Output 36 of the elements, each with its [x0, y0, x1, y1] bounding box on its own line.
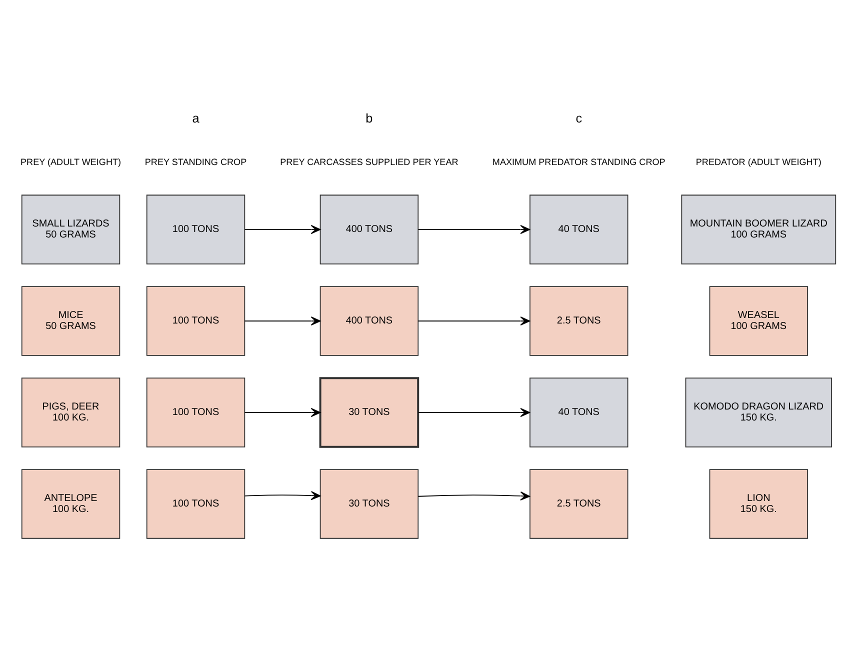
- node-box: KOMODO DRAGON LIZARD 150 KG.: [685, 377, 832, 447]
- label: PREY (ADULT WEIGHT): [20, 156, 122, 166]
- node-box: WEASEL 100 GRAMS: [709, 286, 808, 356]
- node-box: MOUNTAIN BOOMER LIZARD 100 GRAMS: [681, 194, 836, 264]
- label: a: [192, 110, 200, 125]
- arrow: [418, 407, 530, 417]
- node-box: 100 TONS: [146, 377, 246, 447]
- arrow: [244, 316, 321, 326]
- node-box: 100 TONS: [146, 286, 246, 356]
- node-box: SMALL LIZARDS 50 GRAMS: [21, 194, 120, 264]
- node-box: 40 TONS: [530, 377, 628, 447]
- node-box: 100 TONS: [146, 468, 246, 538]
- node-box: 2.5 TONS: [530, 286, 628, 356]
- node-box: LION 150 KG.: [709, 468, 808, 538]
- node-box: 30 TONS: [320, 468, 419, 538]
- label: PREY STANDING CROP: [144, 156, 247, 166]
- node-box: MICE 50 GRAMS: [21, 286, 120, 356]
- label: c: [576, 110, 582, 125]
- node-box: 40 TONS: [530, 194, 628, 264]
- node-box: 100 TONS: [146, 194, 246, 264]
- arrow: [418, 490, 530, 500]
- node-box: PIGS, DEER 100 KG.: [21, 377, 120, 447]
- label: MAXIMUM PREDATOR STANDING CROP: [492, 156, 666, 166]
- label: b: [366, 110, 373, 125]
- arrow: [418, 316, 530, 326]
- node-box: 400 TONS: [320, 286, 419, 356]
- node-box: 30 TONS: [319, 376, 420, 448]
- arrow: [244, 490, 321, 500]
- arrow: [244, 224, 321, 234]
- node-box: 2.5 TONS: [530, 468, 628, 538]
- arrow: [244, 407, 321, 417]
- node-box: 400 TONS: [320, 194, 419, 264]
- label: PREDATOR (ADULT WEIGHT): [696, 156, 822, 166]
- arrow: [418, 224, 530, 234]
- label: PREY CARCASSES SUPPLIED PER YEAR: [280, 156, 458, 166]
- node-box: ANTELOPE 100 KG.: [21, 468, 120, 538]
